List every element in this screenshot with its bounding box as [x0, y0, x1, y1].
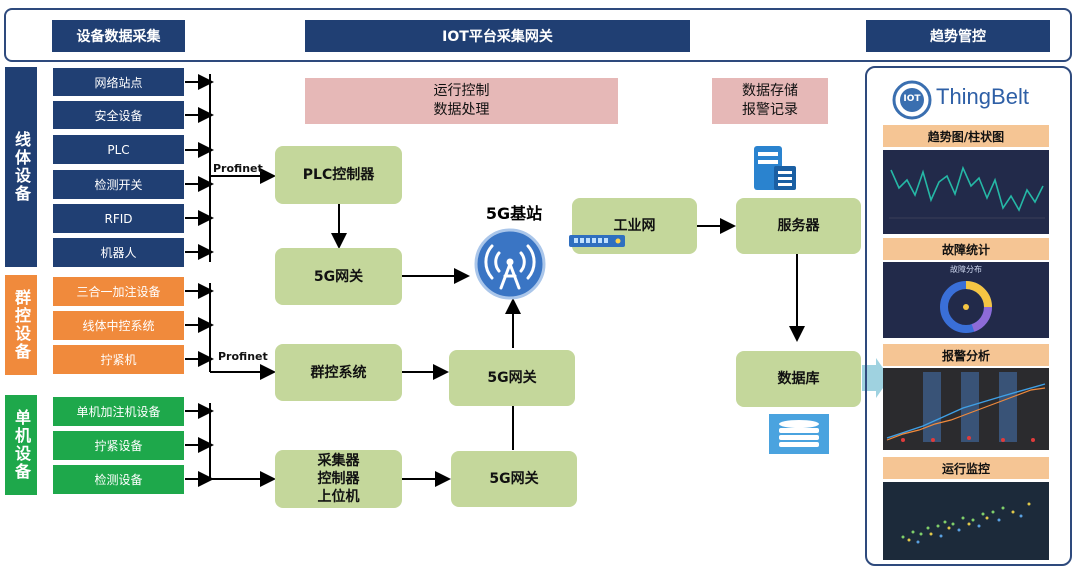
node-5g-gateway-2: 5G网关 [449, 350, 575, 406]
single-item-filling: 单机加注机设备 [52, 396, 185, 427]
line-item-rfid: RFID [52, 203, 185, 234]
header-trend-control: 趋势管控 [866, 20, 1050, 52]
line-item-network: 网络站点 [52, 67, 185, 97]
line-item-safety: 安全设备 [52, 100, 185, 130]
trend-chart-thumbnail [883, 150, 1049, 234]
note-run-line2: 数据处理 [433, 102, 490, 118]
antenna-icon [474, 228, 546, 300]
server-icon [754, 146, 796, 190]
base-station-label: 5G基站 [485, 204, 543, 223]
brand-name: ThingBelt [936, 84, 1029, 109]
group-line-label: 线体设备 [5, 67, 37, 267]
node-server: 服务器 [736, 198, 861, 254]
group-cluster-label: 群控设备 [5, 275, 37, 375]
group-cluster-label-text: 群控设备 [12, 289, 31, 361]
cluster-item-tightener: 拧紧机 [52, 344, 185, 375]
line-item-switch: 检测开关 [52, 169, 185, 200]
panel-label-alarm: 报警分析 [883, 344, 1049, 366]
fault-chart-title: 故障分布 [950, 265, 982, 274]
group-line-label-text: 线体设备 [12, 131, 31, 203]
panel-label-fault: 故障统计 [883, 238, 1049, 260]
node-collector-line3: 上位机 [317, 489, 360, 505]
note-storage-line1: 数据存储 [742, 83, 798, 99]
node-5g-gateway-3: 5G网关 [451, 451, 577, 507]
node-database: 数据库 [736, 351, 861, 407]
note-run-line1: 运行控制 [433, 83, 490, 99]
network-switch-icon [569, 235, 625, 247]
node-group-control: 群控系统 [275, 344, 402, 401]
fault-chart-thumbnail [883, 262, 1049, 338]
cluster-item-central: 线体中控系统 [52, 310, 185, 341]
database-icon [769, 414, 829, 454]
group-single-label: 单机设备 [5, 395, 37, 495]
group-single-label-text: 单机设备 [12, 409, 31, 481]
note-storage-line2: 报警记录 [742, 102, 798, 118]
single-item-inspection: 检测设备 [52, 464, 185, 495]
node-collector: 采集器 控制器 上位机 [275, 450, 402, 508]
line-item-robot: 机器人 [52, 237, 185, 268]
single-item-tightening: 拧紧设备 [52, 430, 185, 461]
node-collector-line2: 控制器 [317, 471, 360, 487]
node-5g-gateway-1: 5G网关 [275, 248, 402, 305]
header-device-collection: 设备数据采集 [52, 20, 185, 52]
panel-label-monitor: 运行监控 [883, 457, 1049, 479]
iot-logo-icon [892, 80, 932, 120]
monitor-chart-thumbnail [883, 482, 1049, 560]
alarm-chart-thumbnail [883, 368, 1049, 450]
header-frame [4, 8, 1072, 62]
platform-panel [865, 66, 1072, 566]
note-run-control: 运行控制 数据处理 [305, 78, 618, 124]
iot-logo-text: IOT [903, 94, 921, 104]
profinet-label-2: Profinet [218, 350, 268, 363]
profinet-label-1: Profinet [213, 162, 263, 175]
node-collector-line1: 采集器 [317, 453, 360, 469]
node-plc-controller: PLC控制器 [275, 146, 402, 204]
cluster-item-filling: 三合一加注设备 [52, 276, 185, 307]
line-item-plc: PLC [52, 134, 185, 165]
note-storage: 数据存储 报警记录 [712, 78, 828, 124]
panel-label-trend: 趋势图/柱状图 [883, 125, 1049, 147]
header-iot-gateway: IOT平台采集网关 [305, 20, 690, 52]
